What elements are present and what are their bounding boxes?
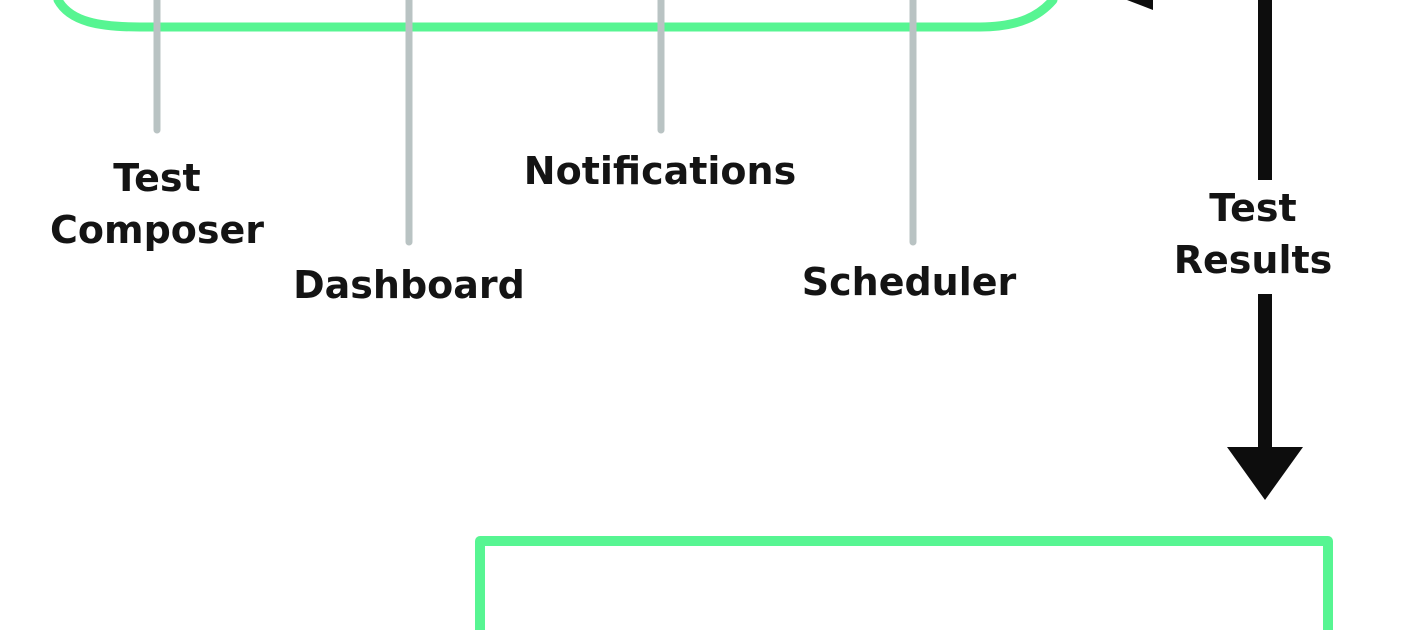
- label-dashboard: Dashboard: [293, 259, 525, 311]
- upper-container-box: [53, 0, 1058, 32]
- label-scheduler-line1: Scheduler: [801, 260, 1017, 304]
- flow-arrow-shaft-lower: [1258, 294, 1272, 450]
- label-notifications: Notifications: [524, 145, 796, 197]
- label-test-results: Test Results: [1174, 182, 1333, 286]
- flow-arrow-shaft-upper: [1258, 0, 1272, 180]
- label-test-composer: Test Composer: [50, 152, 264, 256]
- label-scheduler: Scheduler: [802, 256, 1017, 308]
- incoming-arrowhead: [1127, 0, 1153, 10]
- label-test-composer-line2: Composer: [49, 208, 265, 252]
- label-test-results-line2: Results: [1173, 238, 1333, 282]
- flow-arrowhead: [1227, 447, 1303, 500]
- label-test-composer-line1: Test: [113, 156, 201, 200]
- label-notifications-line1: Notifications: [523, 149, 797, 193]
- label-dashboard-line1: Dashboard: [293, 263, 525, 307]
- lower-container-box: [475, 536, 1333, 630]
- label-test-results-line1: Test: [1209, 186, 1297, 230]
